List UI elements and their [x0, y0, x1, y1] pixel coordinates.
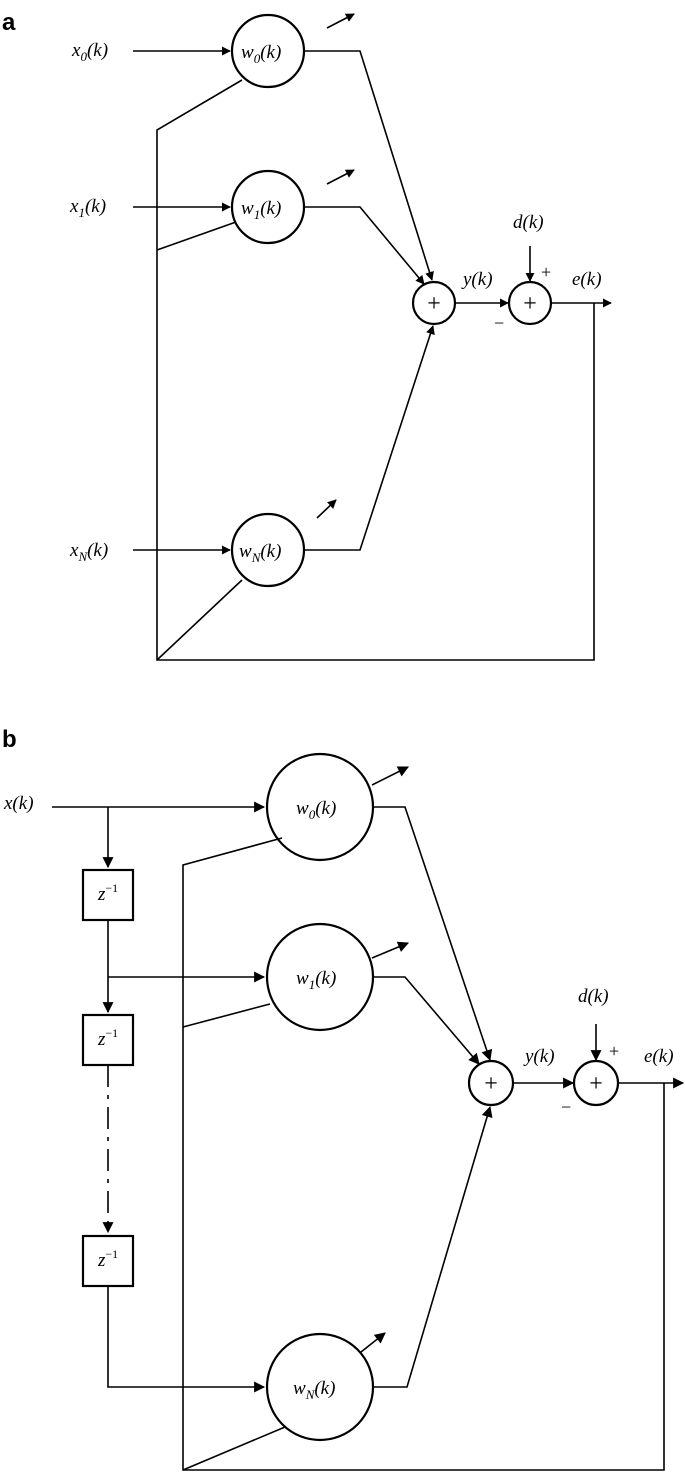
- delay-block-3: [81, 1234, 135, 1288]
- weight-wN-label: wN(k): [239, 541, 281, 565]
- adapt-wN-arrow: [360, 1332, 386, 1353]
- input-xN-label: xN(k): [69, 540, 108, 564]
- w0-to-sum-line: [304, 50, 434, 281]
- adapt-wN-arrow: [316, 499, 337, 519]
- delay3-to-wN-arrow: [107, 1286, 266, 1393]
- feedback-to-wN: [182, 1426, 286, 1471]
- desired-d-label: d(k): [513, 212, 544, 233]
- delay-block-2: [81, 1013, 135, 1067]
- error-summer-symbol: +: [523, 291, 537, 317]
- wN-to-sum-line: [304, 325, 435, 551]
- error-feedback-line: [182, 837, 665, 1471]
- adapt-w0-arrow: [371, 766, 409, 786]
- error-feedback-line: [156, 79, 595, 661]
- delay-1-label: z−1: [97, 881, 118, 905]
- error-e-label: e(k): [644, 1046, 674, 1067]
- error-summer-symbol: +: [589, 1071, 603, 1097]
- panel-b-label: b: [2, 726, 17, 753]
- panel-a: a x0(k) x1(k) xN(k) w0(k) w1(k) wN(k) + …: [2, 9, 612, 661]
- input-x1-label: x1(k): [69, 196, 106, 220]
- feedback-to-wN: [156, 579, 243, 661]
- delay-2-label: z−1: [97, 1026, 118, 1050]
- input-x-label: x(k): [3, 793, 34, 814]
- feedback-to-w1: [156, 221, 237, 251]
- weight-w0-label: w0(k): [241, 42, 281, 66]
- input-x0-label: x0(k): [71, 40, 108, 64]
- w1-to-sum-line: [304, 206, 425, 285]
- desired-d-label: d(k): [578, 986, 609, 1007]
- adapt-w1-arrow: [371, 941, 410, 959]
- weight-w1-label: w1(k): [296, 968, 336, 992]
- delay-3-label: z−1: [97, 1247, 118, 1271]
- wN-to-sum-line: [373, 1105, 493, 1388]
- summer-symbol: +: [484, 1071, 498, 1097]
- output-y-label: y(k): [461, 269, 493, 290]
- output-y-label: y(k): [523, 1046, 555, 1067]
- panel-a-label: a: [2, 9, 16, 36]
- delay-block-1: [81, 868, 135, 922]
- summer-symbol: +: [427, 291, 441, 317]
- plus-sign: +: [541, 262, 551, 282]
- weight-wN-label: wN(k): [293, 1378, 335, 1402]
- error-e-label: e(k): [572, 269, 602, 290]
- panel-b: b x(k) z−1 z−1 z−1 w0(k) w1(k) wN(k): [2, 726, 685, 1471]
- plus-sign: +: [609, 1041, 619, 1061]
- adapt-w0-arrow: [326, 13, 355, 29]
- minus-sign: −: [561, 1097, 571, 1117]
- feedback-to-w1: [182, 1003, 271, 1028]
- w1-to-sum-line: [373, 976, 480, 1065]
- w0-to-sum-line: [373, 806, 493, 1062]
- minus-sign: −: [494, 313, 504, 333]
- adapt-w1-arrow: [326, 169, 355, 185]
- weight-w0-label: w0(k): [296, 798, 336, 822]
- weight-w1-label: w1(k): [241, 198, 281, 222]
